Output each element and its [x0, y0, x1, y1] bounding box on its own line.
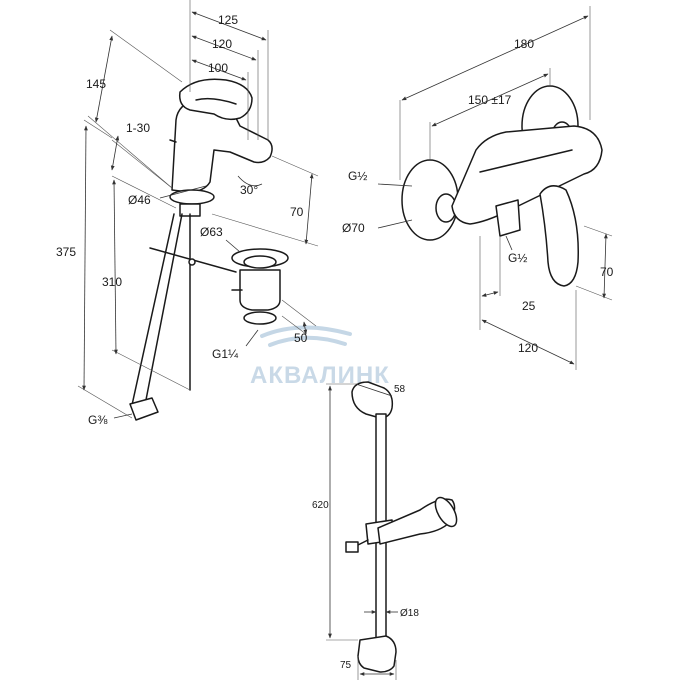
dim-g1-2-right: G½: [508, 251, 527, 265]
rail-top-bracket: [351, 381, 394, 419]
basin-mixer-drawing: 125 120 100 145 1-30 375 310 Ø46 Ø63 30°…: [56, 0, 319, 427]
dim-620: 620: [312, 500, 329, 511]
hose-connector: [129, 397, 159, 421]
outlet: [495, 199, 521, 237]
dim-100: 100: [208, 61, 228, 75]
dim-180: 180: [514, 37, 534, 51]
watermark: АКВАЛИНК: [250, 325, 389, 389]
dim-310: 310: [102, 275, 122, 289]
dim-g3-8: G⅜: [88, 413, 108, 427]
rail-bottom-bracket: [357, 635, 397, 673]
dim-375: 375: [56, 245, 76, 259]
dim-dia-18: Ø18: [400, 608, 419, 619]
dim-120: 120: [212, 37, 232, 51]
mixer-lever: [539, 185, 579, 287]
shower-head-face: [434, 496, 458, 528]
dim-dia-46: Ø46: [128, 193, 151, 207]
dim-30-degree: 30°: [240, 183, 258, 197]
mixer-body: [451, 125, 603, 225]
shower-rail-drawing: 58 620 Ø18 75: [312, 381, 458, 680]
dim-70-basin: 70: [290, 205, 304, 219]
dim-dia-70: Ø70: [342, 221, 365, 235]
dim-dia-63: Ø63: [200, 225, 223, 239]
dim-1-30: 1-30: [126, 121, 150, 135]
dim-58: 58: [394, 384, 406, 395]
dim-70-wall: 70: [600, 265, 614, 279]
faucet-base: [169, 189, 215, 205]
waste-body: [239, 269, 281, 311]
dim-50: 50: [294, 331, 308, 345]
dim-150-17: 150 ±17: [468, 93, 512, 107]
dim-25: 25: [522, 299, 536, 313]
dim-g1-2-left: G½: [348, 169, 367, 183]
dim-75: 75: [340, 660, 352, 671]
dim-120-wall: 120: [518, 341, 538, 355]
dim-125: 125: [218, 13, 238, 27]
dim-g1-1-4: G1¼: [212, 347, 239, 361]
dim-145: 145: [86, 77, 106, 91]
wall-mixer-drawing: 180 150 ±17 G½ Ø70 G½ 70 25 120: [342, 6, 614, 370]
